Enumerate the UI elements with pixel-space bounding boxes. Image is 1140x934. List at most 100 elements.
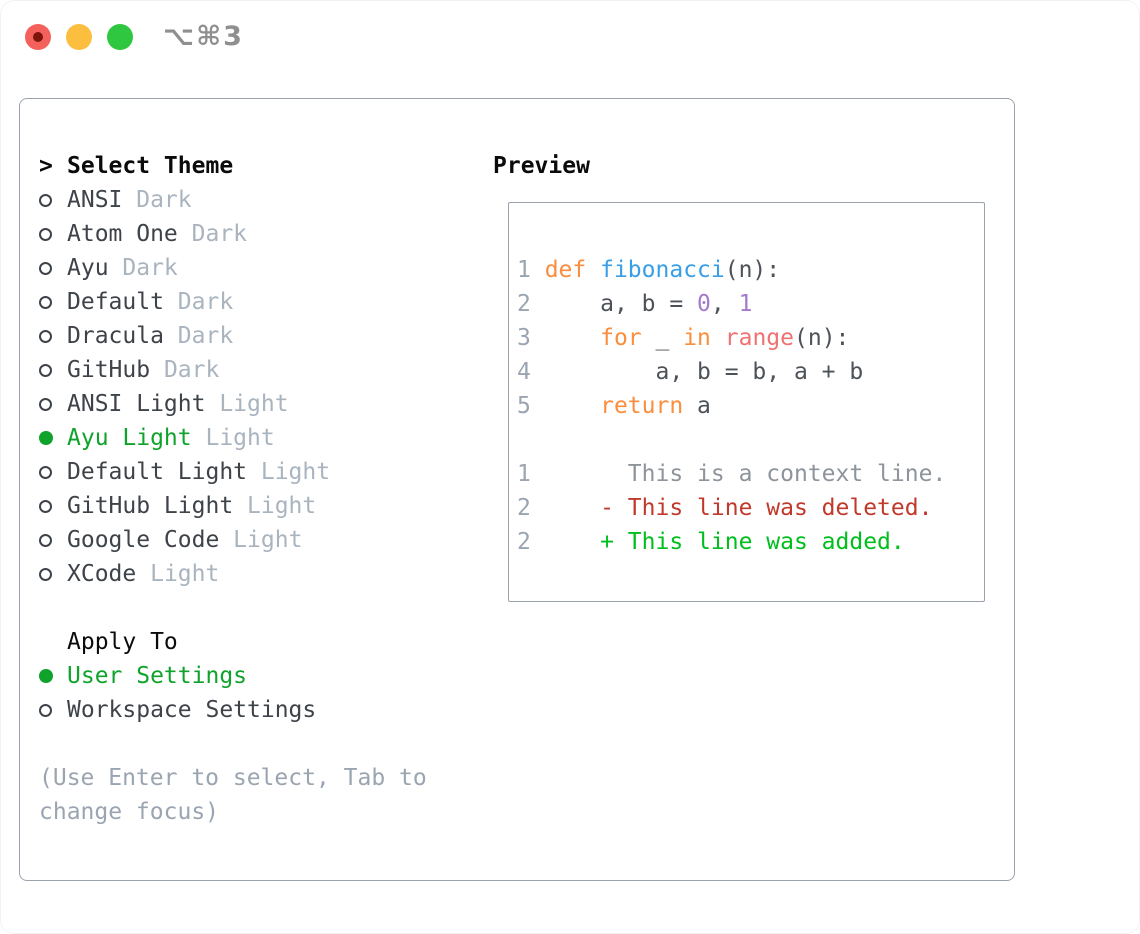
line-number: 5 [517, 393, 545, 419]
caret-icon: > [39, 153, 53, 179]
radio-icon [39, 295, 67, 309]
radio-selected-icon [39, 431, 67, 445]
theme-item[interactable]: Default Dark [39, 285, 427, 319]
hint-text: (Use Enter to select, Tab to change focus… [39, 761, 427, 829]
select-theme-header: > Select Theme [39, 149, 427, 183]
theme-item[interactable]: ANSI Light Light [39, 387, 427, 421]
item-label: Ayu Light [67, 425, 192, 451]
preview-title: Preview [493, 153, 590, 179]
code-segment: _ [641, 325, 684, 351]
item-label: User Settings [67, 663, 248, 689]
code-segment: a, b = b, a + b [544, 359, 864, 385]
code-segment: fibonacci [600, 257, 725, 283]
item-label: Ayu [67, 255, 109, 281]
code-segment: a, b = [544, 291, 698, 317]
code-segment: range [724, 325, 794, 351]
item-label: Default Light [67, 459, 248, 485]
theme-item[interactable]: Ayu Dark [39, 251, 427, 285]
item-variant-label: Dark [150, 357, 220, 383]
apply-to-option[interactable]: Workspace Settings [39, 693, 427, 727]
item-variant-label: Dark [122, 187, 192, 213]
code-segment [545, 393, 600, 419]
code-segment [711, 325, 725, 351]
item-label: Google Code [67, 527, 220, 553]
hint-line: change focus) [39, 799, 220, 825]
code-segment: for [600, 325, 642, 351]
item-label: ANSI Light [67, 391, 206, 417]
theme-item[interactable]: Atom One Dark [39, 217, 427, 251]
apply-to-title: Apply To [67, 629, 178, 655]
code-segment: in [683, 325, 711, 351]
window-shortcut-label: ⌥⌘3 [163, 21, 244, 52]
line-number: 2 [517, 495, 545, 521]
theme-item[interactable]: Default Light Light [39, 455, 427, 489]
item-variant-label: Dark [177, 221, 248, 247]
apply-to-option[interactable]: User Settings [39, 659, 427, 693]
item-label: Workspace Settings [67, 697, 317, 723]
radio-icon [39, 329, 67, 343]
item-variant-label: Dark [163, 323, 234, 349]
code-segment: a [683, 393, 711, 419]
radio-selected-icon [39, 669, 67, 683]
code-line: 5 return a [517, 389, 984, 423]
code-segment: 0 [697, 291, 711, 317]
code-segment [545, 325, 600, 351]
radio-icon [39, 193, 67, 207]
blank-line [517, 423, 984, 457]
item-variant-label: Dark [163, 289, 234, 315]
theme-item[interactable]: XCode Light [39, 557, 427, 591]
line-number: 1 [517, 257, 545, 283]
radio-icon [39, 227, 67, 241]
close-button[interactable] [25, 24, 51, 50]
radio-icon [39, 567, 67, 581]
theme-item[interactable]: Dracula Dark [39, 319, 427, 353]
theme-item[interactable]: Ayu Light Light [39, 421, 427, 455]
theme-item[interactable]: GitHub Dark [39, 353, 427, 387]
code-line: 3 for _ in range(n): [517, 321, 984, 355]
line-number: 4 [517, 359, 545, 385]
code-segment: This is a context line. [544, 461, 947, 487]
radio-icon [39, 363, 67, 377]
item-label: ANSI [67, 187, 123, 213]
radio-icon [39, 397, 67, 411]
code-segment: + This line was added. [544, 529, 905, 555]
zoom-button[interactable] [107, 24, 133, 50]
hint-line: (Use Enter to select, Tab to [39, 765, 427, 791]
item-variant-label: Light [247, 459, 331, 485]
code-segment: (n): [794, 325, 850, 351]
blank-line [517, 219, 984, 253]
theme-item[interactable]: Google Code Light [39, 523, 427, 557]
minimize-button[interactable] [66, 24, 92, 50]
diff-line: 1 This is a context line. [517, 457, 984, 491]
line-number: 2 [517, 529, 545, 555]
item-variant-label: Light [219, 527, 303, 553]
line-number: 3 [517, 325, 545, 351]
radio-icon [39, 465, 67, 479]
diff-preview: 1 This is a context line.2 - This line w… [517, 457, 984, 559]
item-variant-label: Light [205, 391, 289, 417]
item-variant-label: Light [191, 425, 275, 451]
code-segment: 1 [738, 291, 753, 317]
code-segment: (n): [724, 257, 781, 283]
select-theme-title: Select Theme [67, 153, 234, 179]
item-label: Default [67, 289, 164, 315]
theme-item[interactable]: GitHub Light Light [39, 489, 427, 523]
apply-to-header: Apply To [67, 625, 427, 659]
code-segment: def [544, 257, 587, 283]
item-label: GitHub Light [67, 493, 234, 519]
diff-line: 2 + This line was added. [517, 525, 984, 559]
line-number: 1 [517, 461, 545, 487]
diff-line: 2 - This line was deleted. [517, 491, 984, 525]
code-line: 2 a, b = 0, 1 [517, 287, 984, 321]
item-variant-label: Dark [108, 255, 178, 281]
code-segment [586, 257, 600, 283]
radio-icon [39, 499, 67, 513]
theme-item[interactable]: ANSI Dark [39, 183, 427, 217]
code-segment: , [710, 291, 739, 317]
item-label: XCode [67, 561, 137, 587]
